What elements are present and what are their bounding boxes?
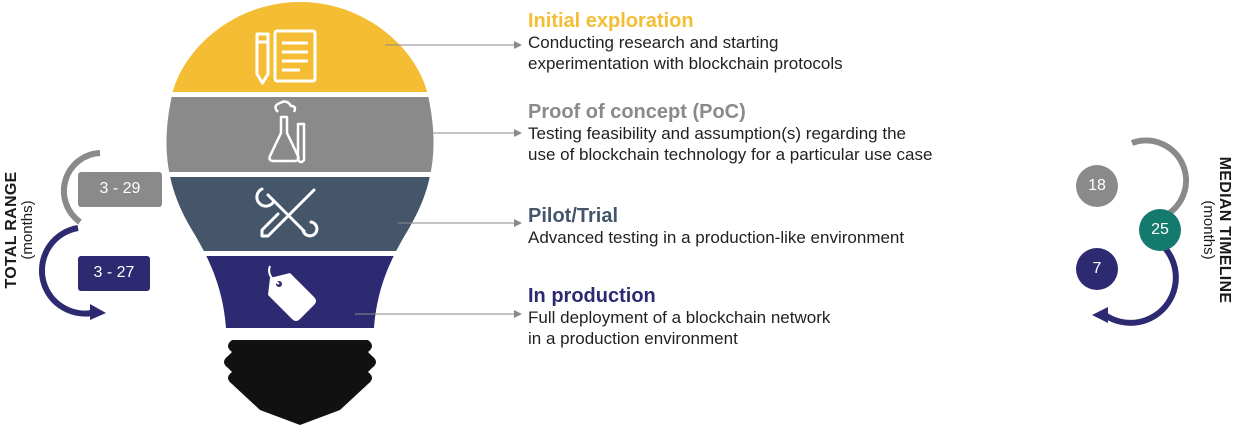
stage-production: In production Full deployment of a block… [528,285,830,349]
median-pilot-arc [1103,237,1179,326]
price-tag-icon [268,265,316,321]
median-timeline-title: MEDIAN TIMELINE [1216,156,1233,304]
stage-band-initial [166,2,434,92]
median-timeline-label: MEDIAN TIMELINE (months) [1200,140,1233,320]
total-range-pilot-arc [38,225,93,317]
connector-lines [355,41,522,318]
total-range-poc-value: 3 - 29 [99,180,141,197]
desc-line: use of blockchain technology for a parti… [528,145,933,164]
stage-description: Conducting research and starting experim… [528,32,843,74]
bulb-base [224,340,376,425]
stage-initial: Initial exploration Conducting research … [528,10,843,74]
median-poc-arc [1130,137,1190,221]
stage-title: In production [528,285,656,307]
desc-line: Testing feasibility and assumption(s) re… [528,124,906,143]
desc-line: Full deployment of a blockchain network [528,308,831,327]
total-range-poc-arc [60,150,101,225]
median-timeline-unit: (months) [1200,200,1217,260]
stage-title: Pilot/Trial [528,205,619,227]
total-range-poc-box [78,172,162,207]
total-range-label: TOTAL RANGE (months) [3,150,36,310]
desc-line: in a production environment [528,329,738,348]
total-range-title: TOTAL RANGE [3,171,20,289]
stage-pilot: Pilot/Trial Advanced testing in a produc… [528,205,904,248]
median-poc-value: 18 [1088,177,1106,194]
stage-title: Proof of concept (PoC) [528,101,746,123]
stage-band-poc [166,97,434,172]
total-range-unit: (months) [19,200,36,260]
median-pilot-circle [1076,248,1118,290]
lab-flasks-icon [268,100,306,164]
median-total-value: 25 [1151,221,1169,238]
median-poc-circle [1076,165,1118,207]
median-arrowhead [1092,307,1108,323]
tools-icon [255,187,319,238]
desc-line: experimentation with blockchain protocol… [528,54,843,73]
total-range-pilot-box [78,256,150,291]
median-total-circle [1139,209,1181,251]
stage-description: Advanced testing in a production-like en… [528,227,904,248]
median-pilot-value: 7 [1092,260,1102,277]
stage-description: Testing feasibility and assumption(s) re… [528,123,932,165]
document-pencil-icon [255,29,317,85]
stage-title: Initial exploration [528,10,694,32]
stage-band-pilot [166,177,434,251]
desc-line: Conducting research and starting [528,33,779,52]
total-range-pilot-value: 3 - 27 [93,264,135,281]
total-range-arrowhead [90,304,106,320]
stage-poc: Proof of concept (PoC) Testing feasibili… [528,101,932,165]
desc-line: Advanced testing in a production-like en… [528,228,905,247]
stage-description: Full deployment of a blockchain network … [528,307,830,349]
